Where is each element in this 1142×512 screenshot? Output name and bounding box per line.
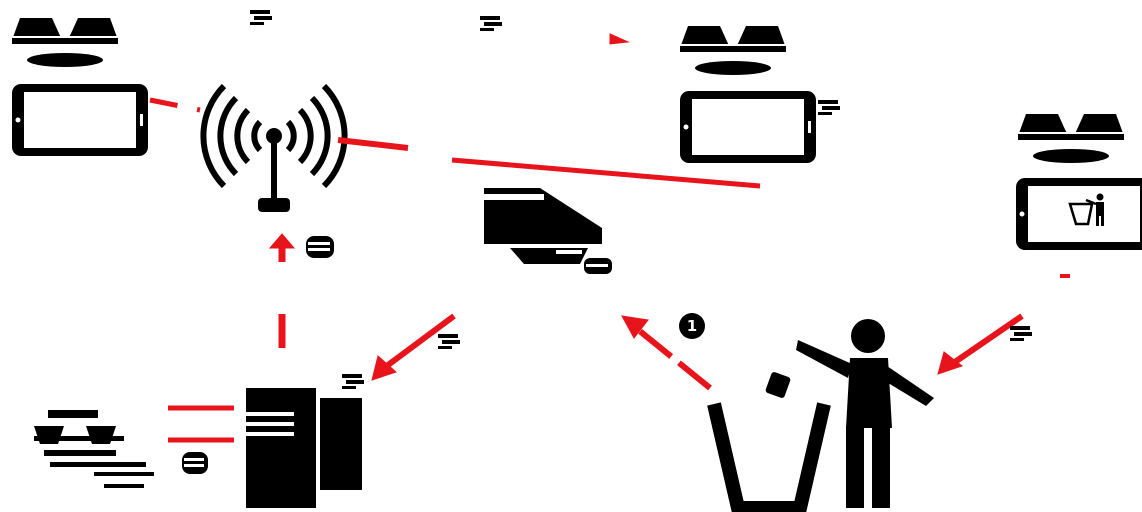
garbled-caption-glyph-3 bbox=[818, 100, 840, 115]
garbled-caption-glyph-1 bbox=[250, 10, 272, 25]
tablet-icon-top-center bbox=[680, 91, 816, 163]
garbled-caption-glyph-4 bbox=[306, 236, 334, 258]
garbled-caption-glyph-7 bbox=[342, 374, 364, 389]
tablet-icon-right bbox=[1016, 178, 1142, 250]
garbled-caption-glyph-5 bbox=[584, 258, 612, 274]
trash-bin-icon bbox=[714, 404, 824, 508]
projector-icon bbox=[484, 188, 602, 264]
connector-tablet-tl-antenna bbox=[150, 100, 200, 110]
tablet-icon-top-left bbox=[12, 84, 148, 156]
connector-antenna-projector bbox=[338, 140, 408, 148]
step-badge-label: 1 bbox=[687, 317, 697, 335]
garbled-caption-glyph-8 bbox=[182, 452, 208, 474]
step-badge: 1 bbox=[679, 313, 705, 339]
viewer-glasses-icon-top-center bbox=[680, 26, 786, 75]
arrow-head-person bbox=[938, 352, 962, 374]
garbled-caption-glyph-2 bbox=[480, 16, 502, 31]
person-disposing-trash-icon bbox=[765, 319, 934, 508]
wireless-antenna-icon bbox=[203, 86, 344, 212]
garbled-caption-glyph-bottom-left bbox=[34, 410, 154, 488]
connector-projector-tablet bbox=[452, 160, 760, 186]
viewer-glasses-icon-right bbox=[1018, 114, 1124, 163]
viewer-glasses-icon-top-left bbox=[12, 18, 118, 67]
garbled-caption-glyph-9 bbox=[1010, 326, 1032, 341]
garbled-caption-glyph-6 bbox=[438, 334, 460, 349]
arrow-head-up-antenna bbox=[270, 234, 294, 248]
server-icon bbox=[246, 388, 362, 508]
connector-arrows bbox=[150, 34, 1070, 440]
connector-fragment-top bbox=[610, 34, 628, 44]
